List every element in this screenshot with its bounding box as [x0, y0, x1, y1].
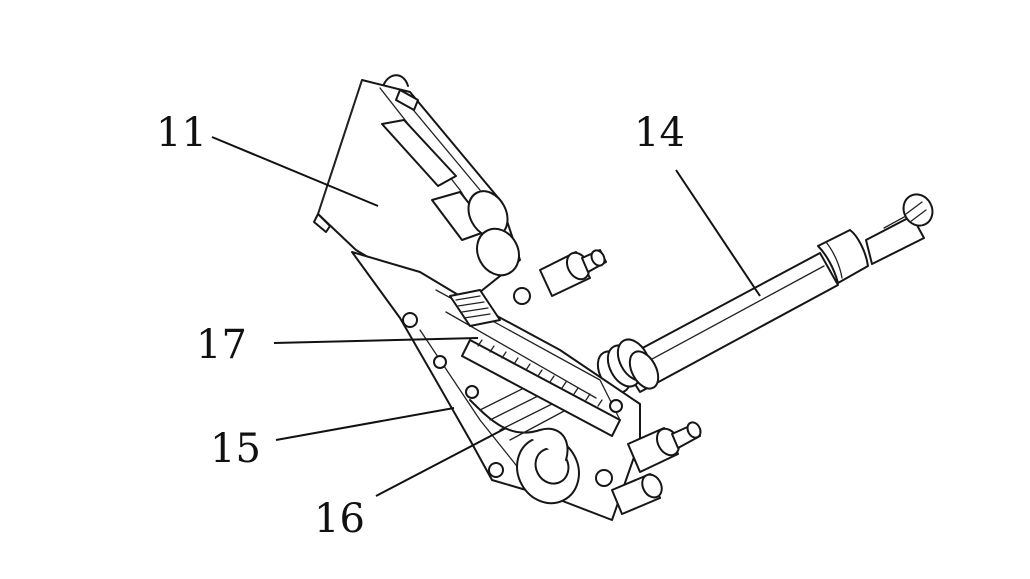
label-16: 16 [314, 496, 365, 542]
label-17: 17 [196, 322, 247, 368]
label-11: 11 [156, 110, 207, 156]
label-15: 15 [210, 426, 261, 472]
leader-17 [273, 337, 479, 344]
leader-15 [275, 407, 455, 441]
leader-11 [211, 136, 379, 207]
pins [539, 249, 702, 515]
leader-16 [375, 427, 507, 497]
spring-coil [596, 338, 660, 394]
rack-17 [449, 289, 621, 437]
leader-14 [675, 169, 761, 297]
housing [351, 251, 641, 521]
leader-lines [211, 136, 761, 497]
label-14: 14 [634, 110, 685, 156]
shaft-14 [619, 193, 934, 393]
bracket-11 [313, 74, 521, 301]
